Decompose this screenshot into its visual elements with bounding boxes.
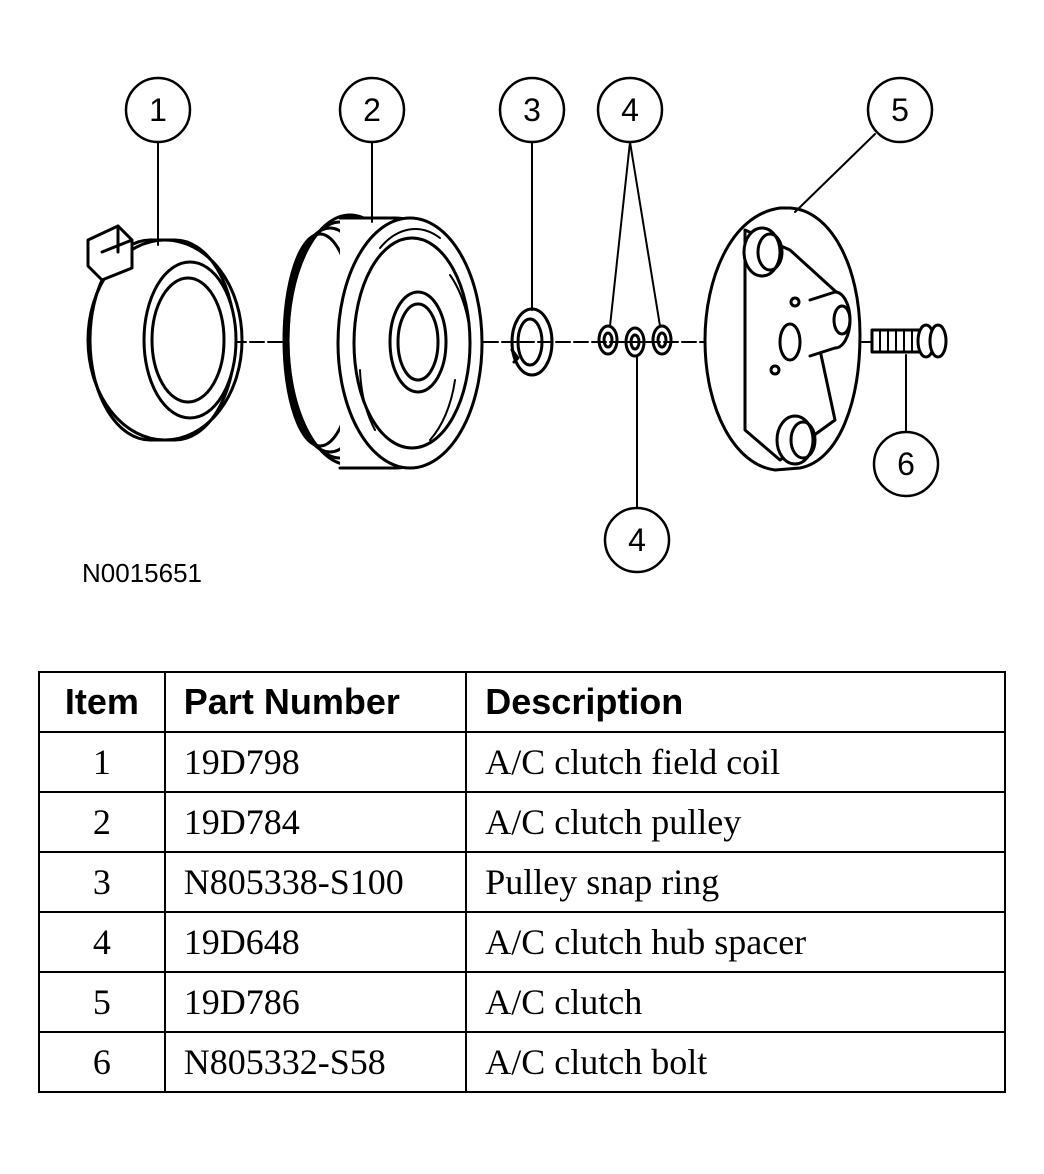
callout-circle-5 bbox=[866, 76, 934, 144]
callout-label-4-top: 4 bbox=[621, 92, 639, 128]
cell-item: 3 bbox=[38, 851, 166, 913]
callout-circle-6 bbox=[872, 430, 940, 498]
callout-circle-2 bbox=[338, 76, 406, 144]
callout-circle-3 bbox=[498, 76, 566, 144]
table-header-row: Item Part Number Description bbox=[38, 671, 1006, 733]
leader-line-4b bbox=[629, 141, 661, 327]
leader-line-4a bbox=[609, 141, 631, 327]
callout-label-4-bottom: 4 bbox=[628, 522, 646, 558]
table-row: 2 19D784 A/C clutch pulley bbox=[38, 791, 1006, 853]
cell-item: 2 bbox=[38, 791, 166, 853]
header-part-number: Part Number bbox=[163, 671, 468, 733]
callout-label-5: 5 bbox=[891, 92, 909, 128]
clutch-bolt-drawing bbox=[870, 323, 948, 359]
leader-line-5 bbox=[794, 133, 876, 213]
parts-table: Item Part Number Description 1 19D798 A/… bbox=[38, 671, 1006, 1093]
cell-part-number: 19D786 bbox=[163, 971, 468, 1033]
clutch-plate-drawing bbox=[703, 206, 862, 472]
callout-label-2: 2 bbox=[363, 92, 381, 128]
cell-item: 4 bbox=[38, 911, 166, 973]
cell-description: A/C clutch hub spacer bbox=[465, 911, 1006, 973]
field-coil-drawing bbox=[86, 224, 244, 442]
callout-circle-4-top bbox=[596, 76, 664, 144]
cell-description: Pulley snap ring bbox=[465, 851, 1006, 913]
cell-description: A/C clutch bbox=[465, 971, 1006, 1033]
cell-item: 5 bbox=[38, 971, 166, 1033]
header-item: Item bbox=[38, 671, 166, 733]
table-row: 3 N805338-S100 Pulley snap ring bbox=[38, 851, 1006, 913]
cell-description: A/C clutch pulley bbox=[465, 791, 1006, 853]
cell-part-number: 19D798 bbox=[163, 731, 468, 793]
table-row: 1 19D798 A/C clutch field coil bbox=[38, 731, 1006, 793]
callout-label-3: 3 bbox=[523, 92, 541, 128]
header-description: Description bbox=[465, 671, 1006, 733]
table-row: 5 19D786 A/C clutch bbox=[38, 971, 1006, 1033]
cell-item: 6 bbox=[38, 1031, 166, 1093]
callout-circle-1 bbox=[124, 76, 192, 144]
table-row: 6 N805332-S58 A/C clutch bolt bbox=[38, 1031, 1006, 1093]
callout-circle-4-bottom bbox=[603, 506, 671, 574]
cell-description: A/C clutch bolt bbox=[465, 1031, 1006, 1093]
cell-part-number: 19D648 bbox=[163, 911, 468, 973]
cell-part-number: N805338-S100 bbox=[163, 851, 468, 913]
callout-label-1: 1 bbox=[149, 92, 167, 128]
cell-description: A/C clutch field coil bbox=[465, 731, 1006, 793]
cell-part-number: N805332-S58 bbox=[163, 1031, 468, 1093]
hub-spacers-drawing bbox=[597, 324, 673, 358]
pulley-drawing bbox=[282, 213, 484, 470]
exploded-view-diagram: 1 2 3 4 4 5 6 bbox=[86, 76, 948, 574]
figure-reference-code: N0015651 bbox=[82, 558, 202, 588]
cell-item: 1 bbox=[38, 731, 166, 793]
callout-label-6: 6 bbox=[897, 446, 915, 482]
table-row: 4 19D648 A/C clutch hub spacer bbox=[38, 911, 1006, 973]
cell-part-number: 19D784 bbox=[163, 791, 468, 853]
